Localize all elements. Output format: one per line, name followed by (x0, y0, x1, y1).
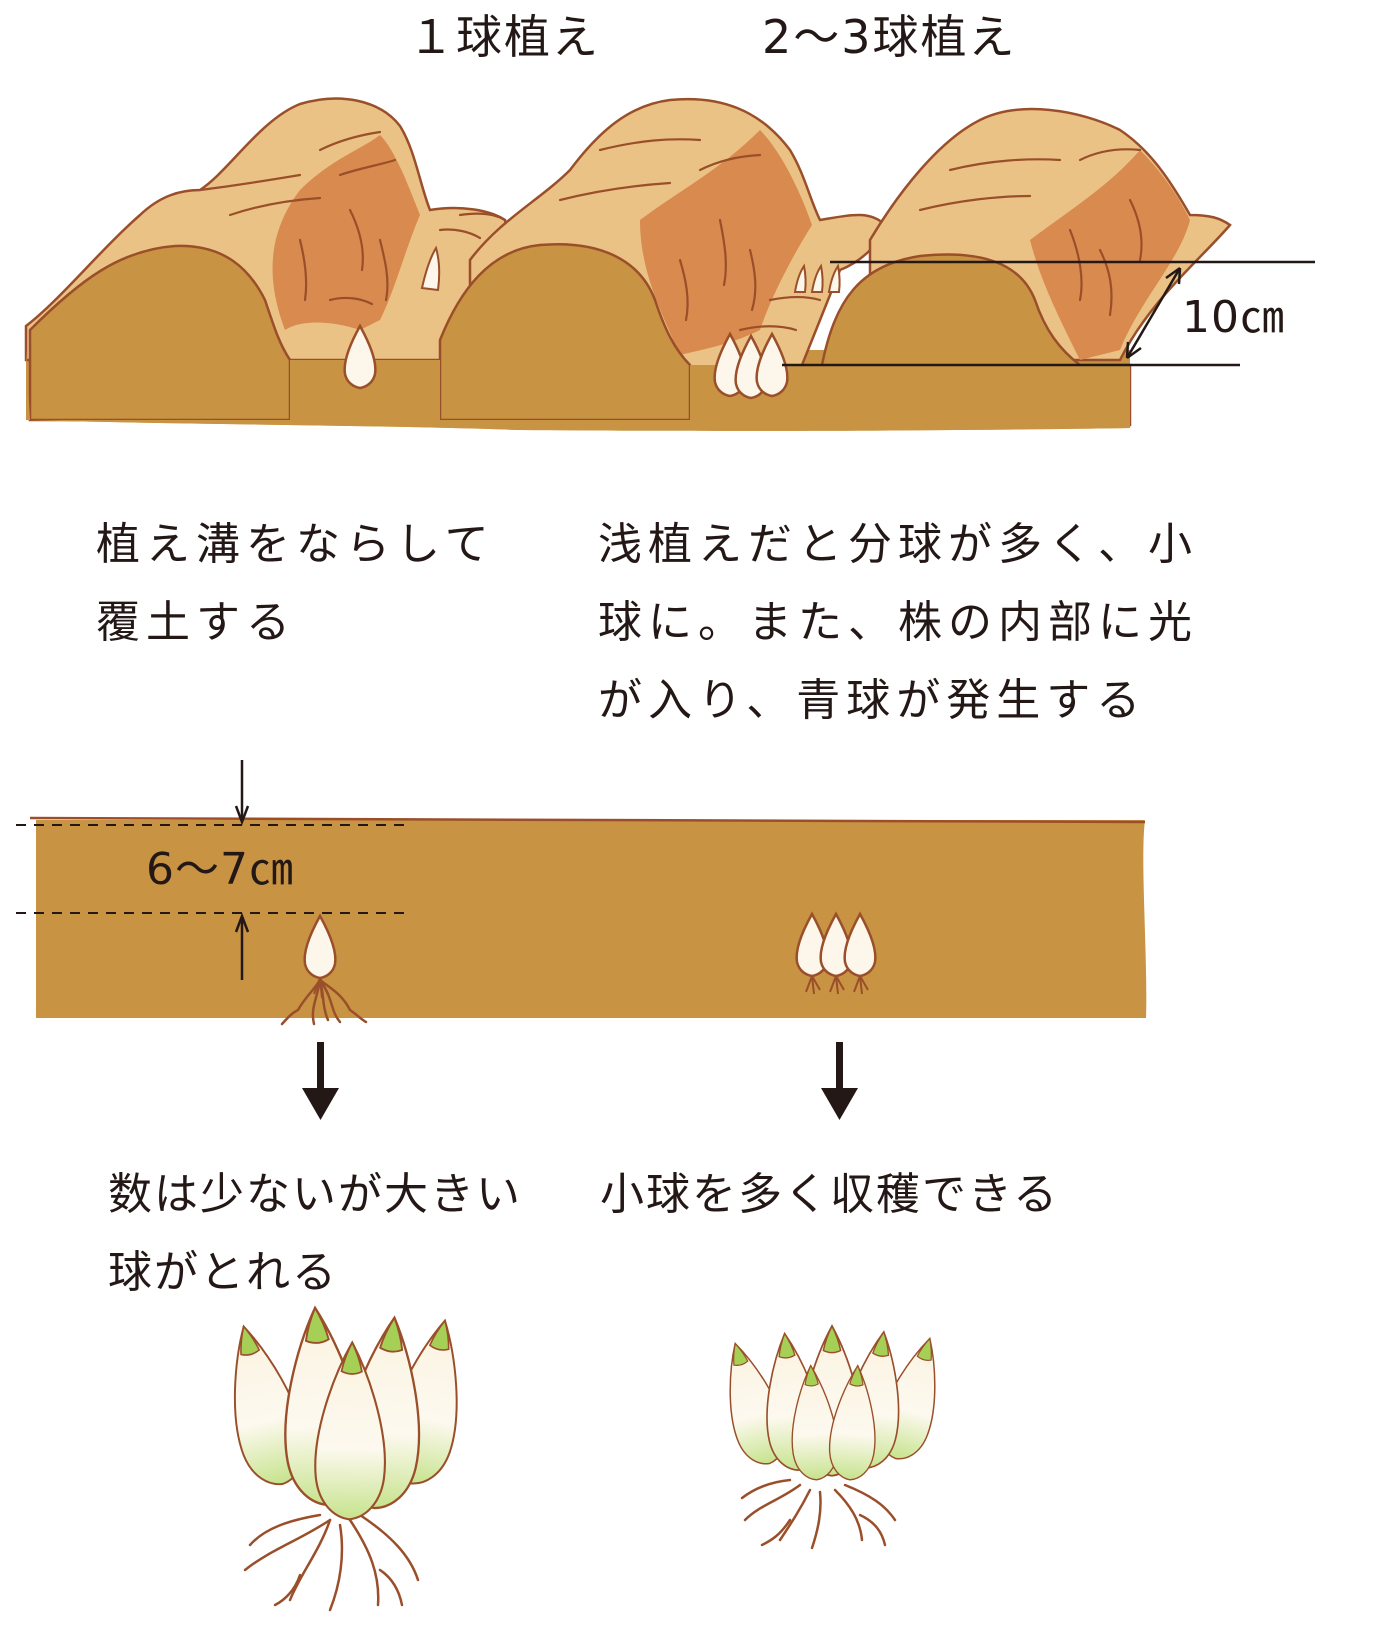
cover-depth-label: 6〜7㎝ (146, 844, 294, 895)
bulb-cluster-icon (713, 332, 789, 400)
cover-arrows (234, 760, 250, 980)
ridge-depth-label: 10㎝ (1182, 292, 1285, 343)
soil-surface-line (29, 816, 1146, 824)
text-line: 球に。また、株の内部に光 (598, 597, 1198, 648)
down-arrow-icon (302, 1042, 339, 1120)
text-line: が入り、青球が発生する (598, 675, 1147, 726)
ridge-texture (198, 130, 1143, 332)
ground-base (26, 350, 1130, 431)
ridge-3-dark (1030, 150, 1190, 360)
single-result-text: 数は少ないが大きい 球がとれる (108, 1156, 522, 1312)
text-line: 浅植えだと分球が多く、小 (598, 519, 1198, 570)
mound-1 (28, 244, 292, 422)
text-line: 球がとれる (108, 1247, 338, 1298)
multi-result-text: 小球を多く収穫できる (600, 1156, 1059, 1234)
text-line: 覆土する (96, 597, 296, 648)
sprouts-cluster (793, 263, 841, 293)
mound-2 (438, 243, 692, 422)
ridge-2-dark (640, 130, 812, 355)
text-line: 植え溝をならして (96, 519, 495, 570)
title-single-planting: １球植え (408, 10, 600, 64)
bulb-cluster-icon (795, 912, 877, 978)
text-line: 数は少ないが大きい (108, 1169, 522, 1220)
ridge-1-dark (272, 135, 420, 330)
sprout-1 (420, 245, 441, 292)
harvest-small-bulbs (710, 1325, 955, 1550)
down-arrow-icon (821, 1042, 858, 1120)
harvest-large-bulbs (211, 1303, 478, 1612)
text-line: 小球を多く収穫できる (600, 1169, 1060, 1220)
dimension-10cm (782, 260, 1315, 367)
multi-shallow-text: 浅植えだと分球が多く、小 球に。また、株の内部に光 が入り、青球が発生する (598, 506, 1198, 740)
title-multi-planting: 2〜3球植え (762, 10, 1017, 64)
single-cover-text: 植え溝をならして 覆土する (96, 506, 495, 662)
